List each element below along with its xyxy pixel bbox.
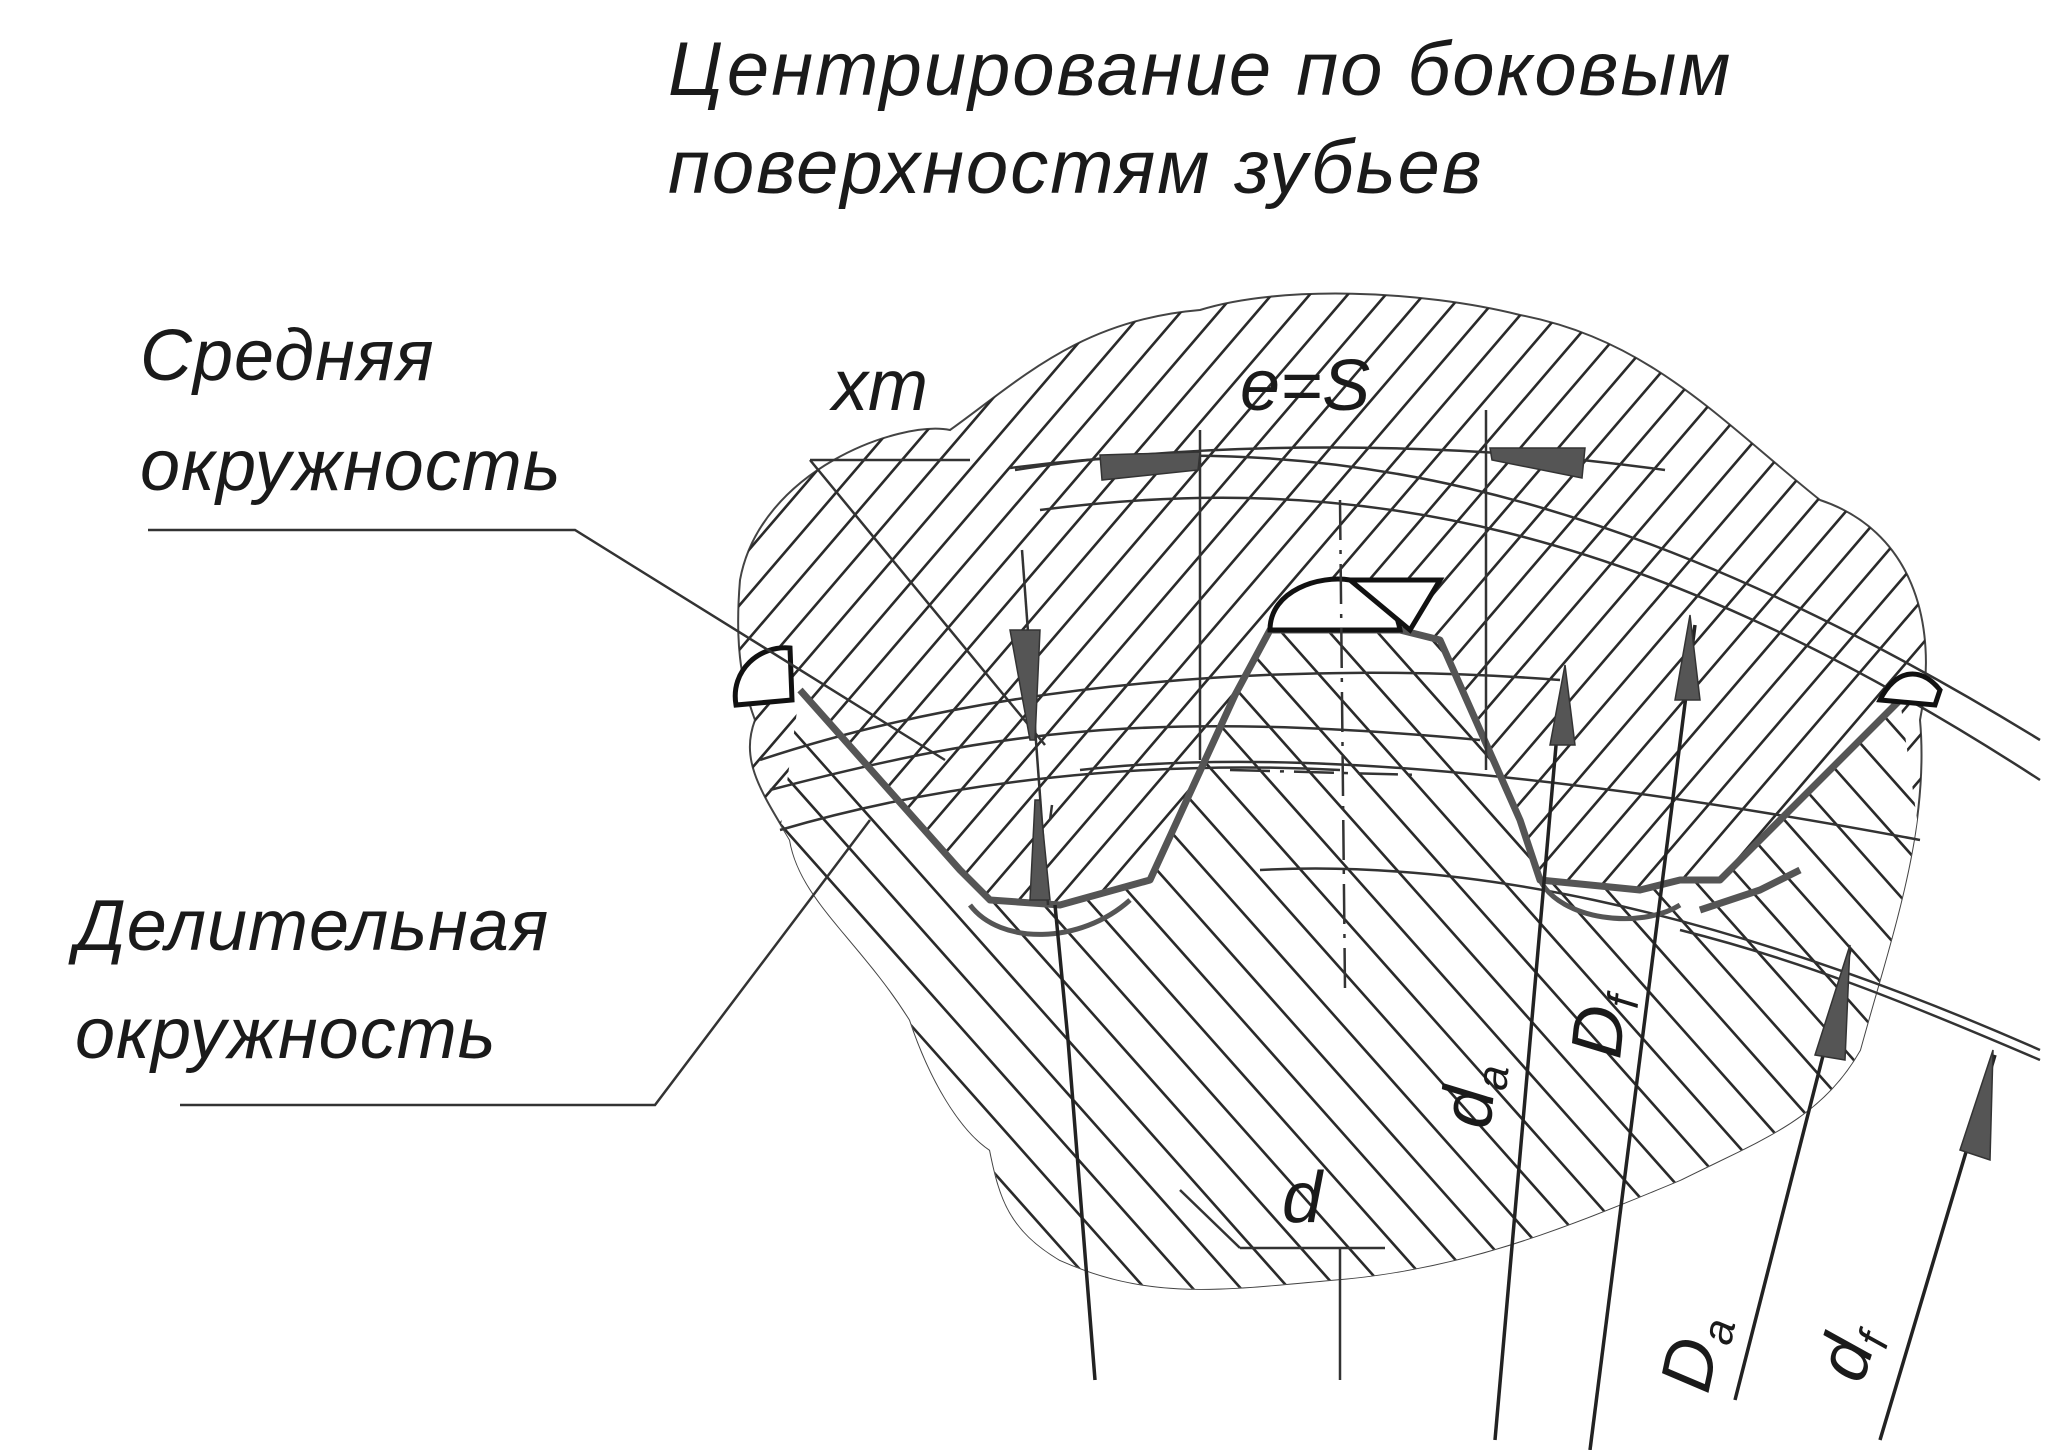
dimension-xm-vertical	[1009, 549, 1097, 1381]
label-d: d	[1282, 1158, 1324, 1238]
arrow-xm-bottom	[1029, 799, 1051, 901]
hatch-line	[738, 293, 1349, 1289]
hatch-line	[0, 250, 474, 1300]
arrow-e-left	[1099, 451, 1201, 481]
hatch-line	[738, 293, 1235, 1289]
label-Df-main: D	[1556, 1002, 1641, 1062]
hatch-line	[0, 250, 170, 1300]
hatch-line	[0, 250, 94, 1300]
hatch-line	[0, 250, 208, 1300]
hatch-line	[0, 250, 132, 1300]
root-circle-arc-2	[1679, 928, 2041, 1062]
hatch-line	[0, 250, 322, 1300]
radial-line-Df	[1588, 624, 1697, 1450]
hatch-line	[738, 293, 1387, 1289]
root-circle-arc	[1259, 867, 2041, 1052]
hatch-line	[738, 293, 1463, 1289]
dimension-xm-leader	[809, 458, 1046, 746]
hatch-line-inner	[1932, 500, 2071, 1400]
dimension-e-s	[1014, 410, 1666, 770]
mean-circle-arc	[759, 671, 1561, 762]
hatch-line	[0, 250, 626, 1300]
hatch-line	[0, 250, 550, 1300]
leader-mean-circle	[148, 528, 946, 762]
label-da-sub: a	[1467, 1063, 1518, 1092]
label-pitch-circle-2: окружность	[75, 994, 497, 1074]
hatch-line	[2006, 250, 2071, 1300]
inner-circle-arc	[779, 766, 1341, 832]
hatch-line	[1930, 250, 2071, 1300]
tooth-tip-flat	[1343, 577, 1445, 634]
hatch-line	[738, 293, 817, 1289]
hatch-line-inner	[738, 630, 1341, 1289]
hatch-line	[0, 250, 284, 1300]
arrow-Df	[1674, 614, 1701, 701]
hatch-line	[2044, 250, 2071, 1300]
tooth-root-step	[1698, 866, 1802, 914]
label-df-group: df	[1801, 1311, 1900, 1392]
hatch-line-inner	[2028, 500, 2071, 1400]
hatch-line	[0, 250, 702, 1300]
svg-text:Da: Da	[1645, 1307, 1745, 1400]
hatch-line	[738, 293, 1083, 1289]
hatch-line-inner	[1259, 630, 1926, 1289]
hatch-line	[0, 250, 56, 1300]
hatch-line	[0, 250, 588, 1300]
label-pitch-circle-1: Делительная	[68, 886, 549, 966]
label-xm: xm	[829, 346, 928, 426]
hatch-line	[738, 293, 779, 1289]
root-fillet-left	[968, 898, 1132, 937]
radial-line-da	[1493, 699, 1562, 1441]
hatch-line	[0, 250, 360, 1300]
radial-line-d	[1053, 904, 1097, 1381]
tooth-profile-contour	[797, 626, 1903, 909]
label-mean-circle-2: окружность	[140, 426, 562, 506]
outer-circle-arc-2	[1039, 496, 2041, 782]
hatch-line-inner	[1980, 500, 2071, 1400]
hatch-line-inner	[738, 630, 1389, 1289]
label-da-group: da	[1426, 1059, 1518, 1132]
label-mean-circle-1: Средняя	[140, 316, 435, 396]
hatch-line	[738, 293, 1121, 1289]
right-tooth-tip	[1876, 671, 1943, 708]
hatch-line-inner	[1883, 630, 1926, 1289]
hatch-line	[0, 250, 398, 1300]
leader-d-diagonal	[1179, 1189, 1241, 1249]
hatch-line	[0, 250, 512, 1300]
arrow-e-right	[1489, 447, 1586, 479]
arrow-da	[1549, 664, 1576, 746]
hatch-line	[0, 250, 436, 1300]
xm-leader-diagonal	[809, 459, 1046, 746]
xm-tick	[1048, 804, 1054, 821]
left-tooth-tip	[732, 645, 795, 708]
pitch-axis-line	[1229, 768, 1421, 777]
title-line-1: Центрирование по боковым	[668, 27, 1732, 112]
root-fillet-right	[1537, 878, 1682, 922]
leader-pitch-circle	[180, 819, 871, 1107]
hatch-line	[738, 293, 1425, 1289]
svg-text:da: da	[1426, 1059, 1518, 1132]
hatch-line	[0, 250, 246, 1300]
hatch-line	[0, 250, 18, 1300]
inner-zone-fill	[738, 630, 1926, 1289]
hatch-line	[0, 250, 664, 1300]
radial-dimensions	[1493, 614, 1997, 1450]
arrow-df	[1959, 1049, 1994, 1162]
title-line-2: поверхностям зубьев	[668, 125, 1484, 210]
label-Da-group: Da	[1645, 1307, 1745, 1400]
hatch-line	[738, 293, 741, 1289]
hatch-line-inner	[0, 500, 44, 1400]
hatch-line	[738, 293, 1159, 1289]
tooth-axis-line	[1338, 499, 1347, 991]
hatch-line-inner	[738, 630, 1293, 1289]
hatch-line	[738, 293, 893, 1289]
hatch-line	[738, 293, 855, 1289]
svg-text:df: df	[1801, 1311, 1900, 1392]
arrow-xm-top	[1009, 629, 1041, 741]
label-e-s: e=S	[1240, 346, 1370, 426]
arrow-Da	[1814, 944, 1851, 1061]
